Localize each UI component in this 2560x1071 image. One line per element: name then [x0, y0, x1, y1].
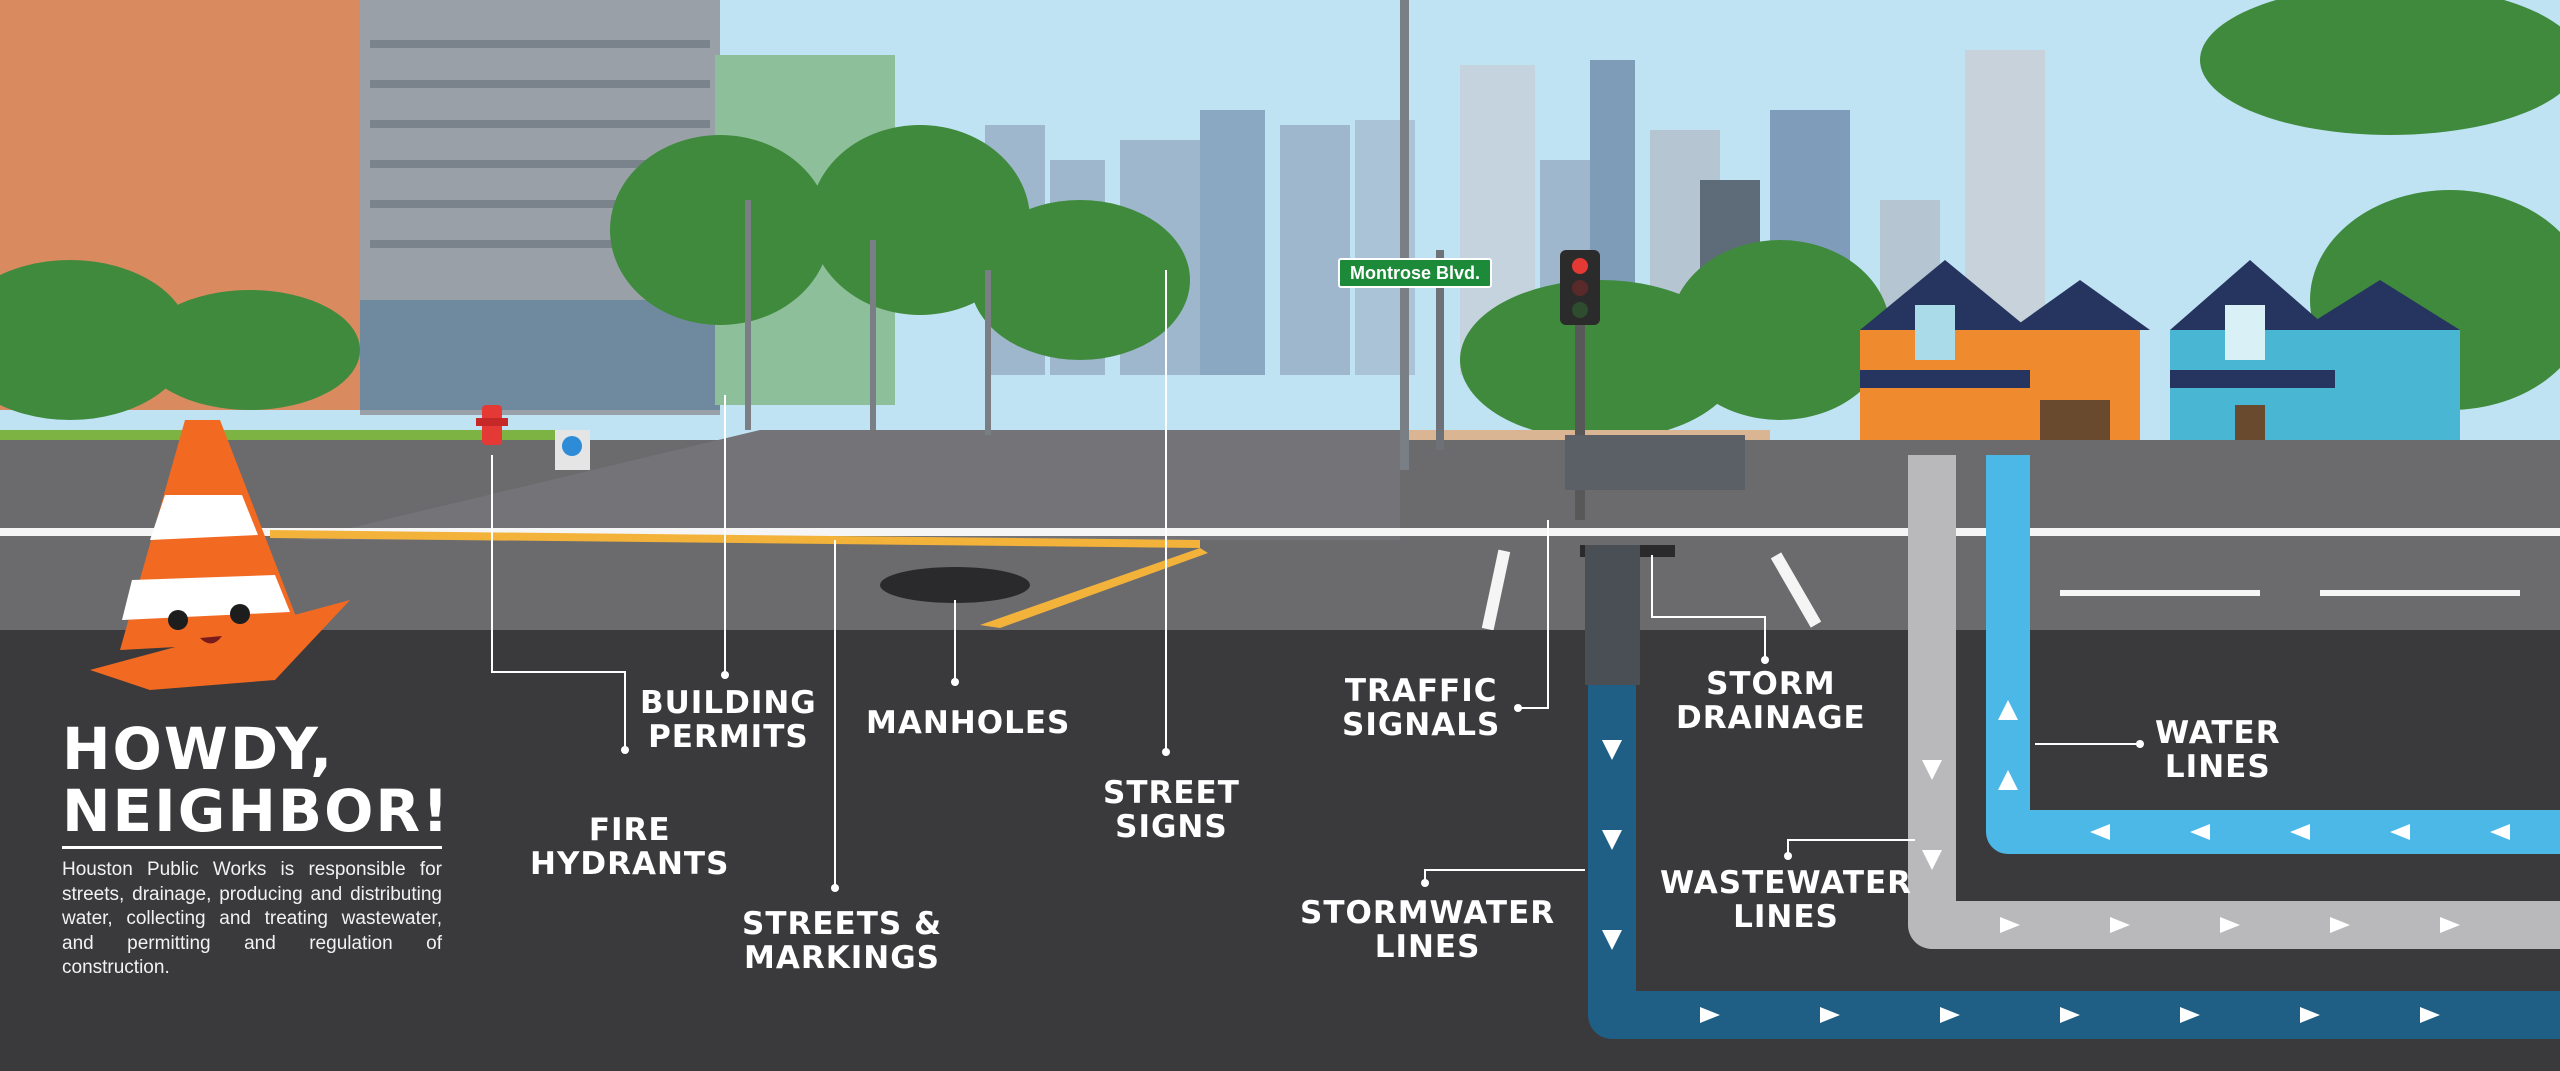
label-line: SIGNS: [1115, 809, 1228, 845]
page-title: HOWDY, NEIGHBOR!: [62, 718, 451, 842]
leader-lines: [491, 270, 2140, 888]
label-water-lines: WATER LINES: [2155, 716, 2281, 784]
label-line: LINES: [2164, 749, 2271, 785]
label-line: FIRE: [588, 812, 671, 848]
label-storm-drainage: STORM DRAINAGE: [1676, 667, 1866, 735]
label-wastewater-lines: WASTEWATER LINES: [1660, 866, 1912, 934]
street-lamps: [745, 0, 1409, 470]
yellow-line: [270, 530, 1200, 548]
label-line: TRAFFIC: [1344, 673, 1498, 709]
label-line: MARKINGS: [744, 940, 940, 976]
label-line: WASTEWATER: [1660, 865, 1913, 901]
label-line: PERMITS: [648, 719, 809, 755]
pipe-arrows: [1602, 700, 2510, 1023]
label-line: SIGNALS: [1342, 707, 1501, 743]
label-line: BUILDING: [640, 685, 817, 721]
water-pipe: [1986, 455, 2560, 854]
stormwater-pipe: [1588, 560, 2560, 1039]
label-stormwater-lines: STORMWATER LINES: [1300, 896, 1555, 964]
label-line: DRAINAGE: [1676, 700, 1866, 736]
street-sign-montrose: Montrose Blvd.: [1338, 258, 1492, 288]
traffic-cone-mascot: [90, 420, 350, 690]
title-line-2: NEIGHBOR!: [62, 777, 451, 845]
label-fire-hydrants: FIRE HYDRANTS: [530, 813, 729, 881]
manhole-cover: [880, 567, 1030, 603]
wastewater-pipe: [1908, 455, 2560, 949]
label-line: STREET: [1103, 775, 1240, 811]
label-building-permits: BUILDING PERMITS: [640, 686, 817, 754]
label-line: WATER: [2155, 715, 2281, 751]
house-blue: [2170, 260, 2460, 455]
title-divider: [62, 846, 442, 849]
fire-hydrant: [476, 405, 508, 445]
label-streets-markings: STREETS & MARKINGS: [742, 907, 942, 975]
label-line: MANHOLES: [866, 705, 1071, 741]
label-line: LINES: [1374, 929, 1481, 965]
label-line: LINES: [1733, 899, 1839, 935]
label-line: STORMWATER: [1300, 895, 1556, 931]
street-sign-pole: [1436, 250, 1444, 450]
intro-description: Houston Public Works is responsible for …: [62, 859, 442, 978]
title-line-1: HOWDY,: [62, 715, 335, 783]
traffic-signal-pole: [1575, 260, 1585, 520]
label-line: HYDRANTS: [530, 846, 730, 882]
label-line: STORM: [1706, 666, 1836, 702]
label-manholes: MANHOLES: [866, 706, 1070, 740]
label-street-signs: STREET SIGNS: [1103, 776, 1240, 844]
label-traffic-signals: TRAFFIC SIGNALS: [1342, 674, 1500, 742]
label-line: STREETS &: [742, 906, 942, 942]
